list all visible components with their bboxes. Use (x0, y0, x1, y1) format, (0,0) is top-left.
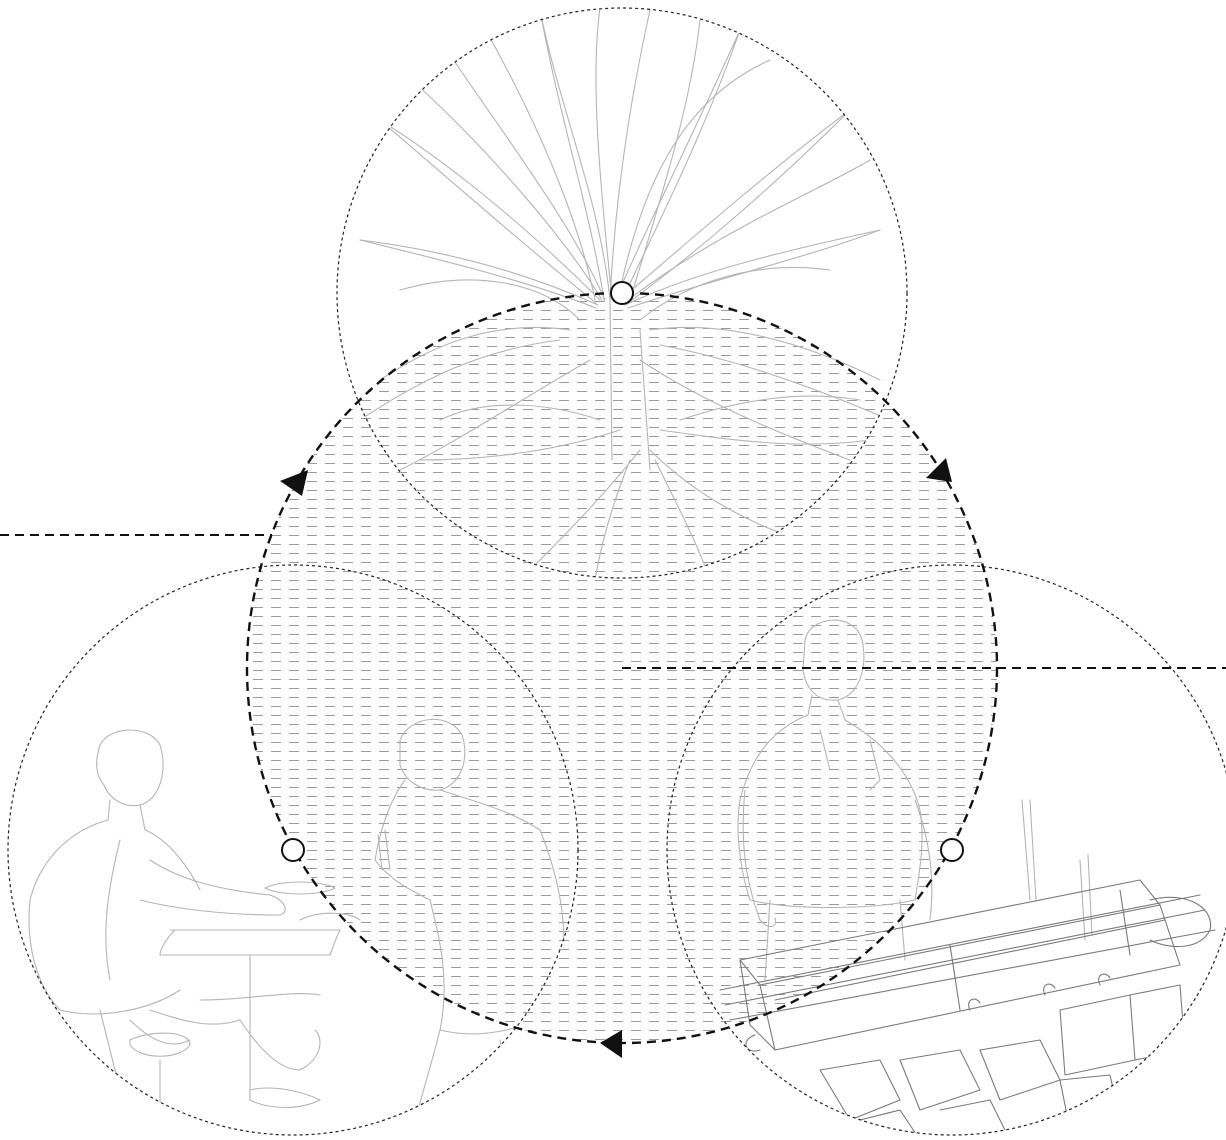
node-right (941, 839, 963, 861)
node-left (282, 839, 304, 861)
node-top (611, 282, 633, 304)
